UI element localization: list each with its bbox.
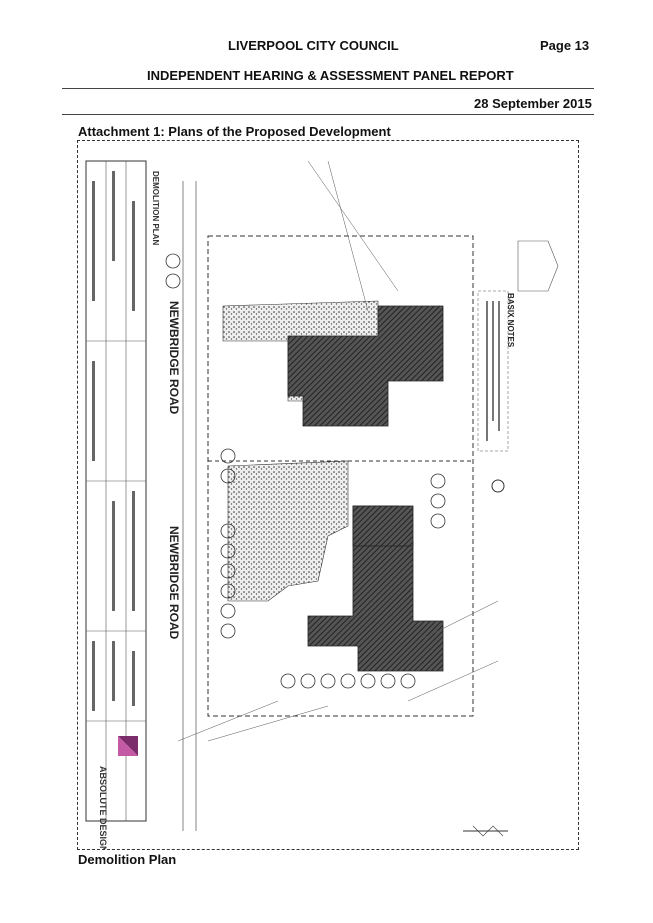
report-title: INDEPENDENT HEARING & ASSESSMENT PANEL R… xyxy=(147,68,514,83)
road-label-2: NEWBRIDGE ROAD xyxy=(167,526,181,640)
existing-buildings xyxy=(287,305,444,672)
site-boundary xyxy=(182,181,474,831)
council-name: LIVERPOOL CITY COUNCIL xyxy=(228,38,399,53)
title-block: ABSOLUTE DESIGN GROUP PTY LTD xyxy=(85,160,147,849)
sheet-title: DEMOLITION PLAN xyxy=(151,171,160,245)
north-arrow-icon xyxy=(463,479,508,837)
basix-notes: BASIX NOTES xyxy=(477,240,559,452)
plan-drawing: ABSOLUTE DESIGN GROUP PTY LTD NEWBRIDGE … xyxy=(85,160,559,849)
basix-notes-title: BASIX NOTES xyxy=(506,293,515,348)
demolition-plan-figure: ABSOLUTE DESIGN GROUP PTY LTD NEWBRIDGE … xyxy=(77,140,579,850)
header-rule-bottom xyxy=(62,114,594,115)
attachment-caption: Attachment 1: Plans of the Proposed Deve… xyxy=(78,124,391,139)
tree-symbols xyxy=(165,253,446,689)
page-number: Page 13 xyxy=(540,38,590,53)
header-rule-top xyxy=(62,88,594,89)
figure-caption: Demolition Plan xyxy=(78,852,177,867)
annotation-leaders xyxy=(177,160,499,742)
road-label-1: NEWBRIDGE ROAD xyxy=(167,301,181,415)
report-date: 28 September 2015 xyxy=(474,96,592,111)
logo-text: ABSOLUTE DESIGN GROUP PTY LTD xyxy=(98,766,108,849)
